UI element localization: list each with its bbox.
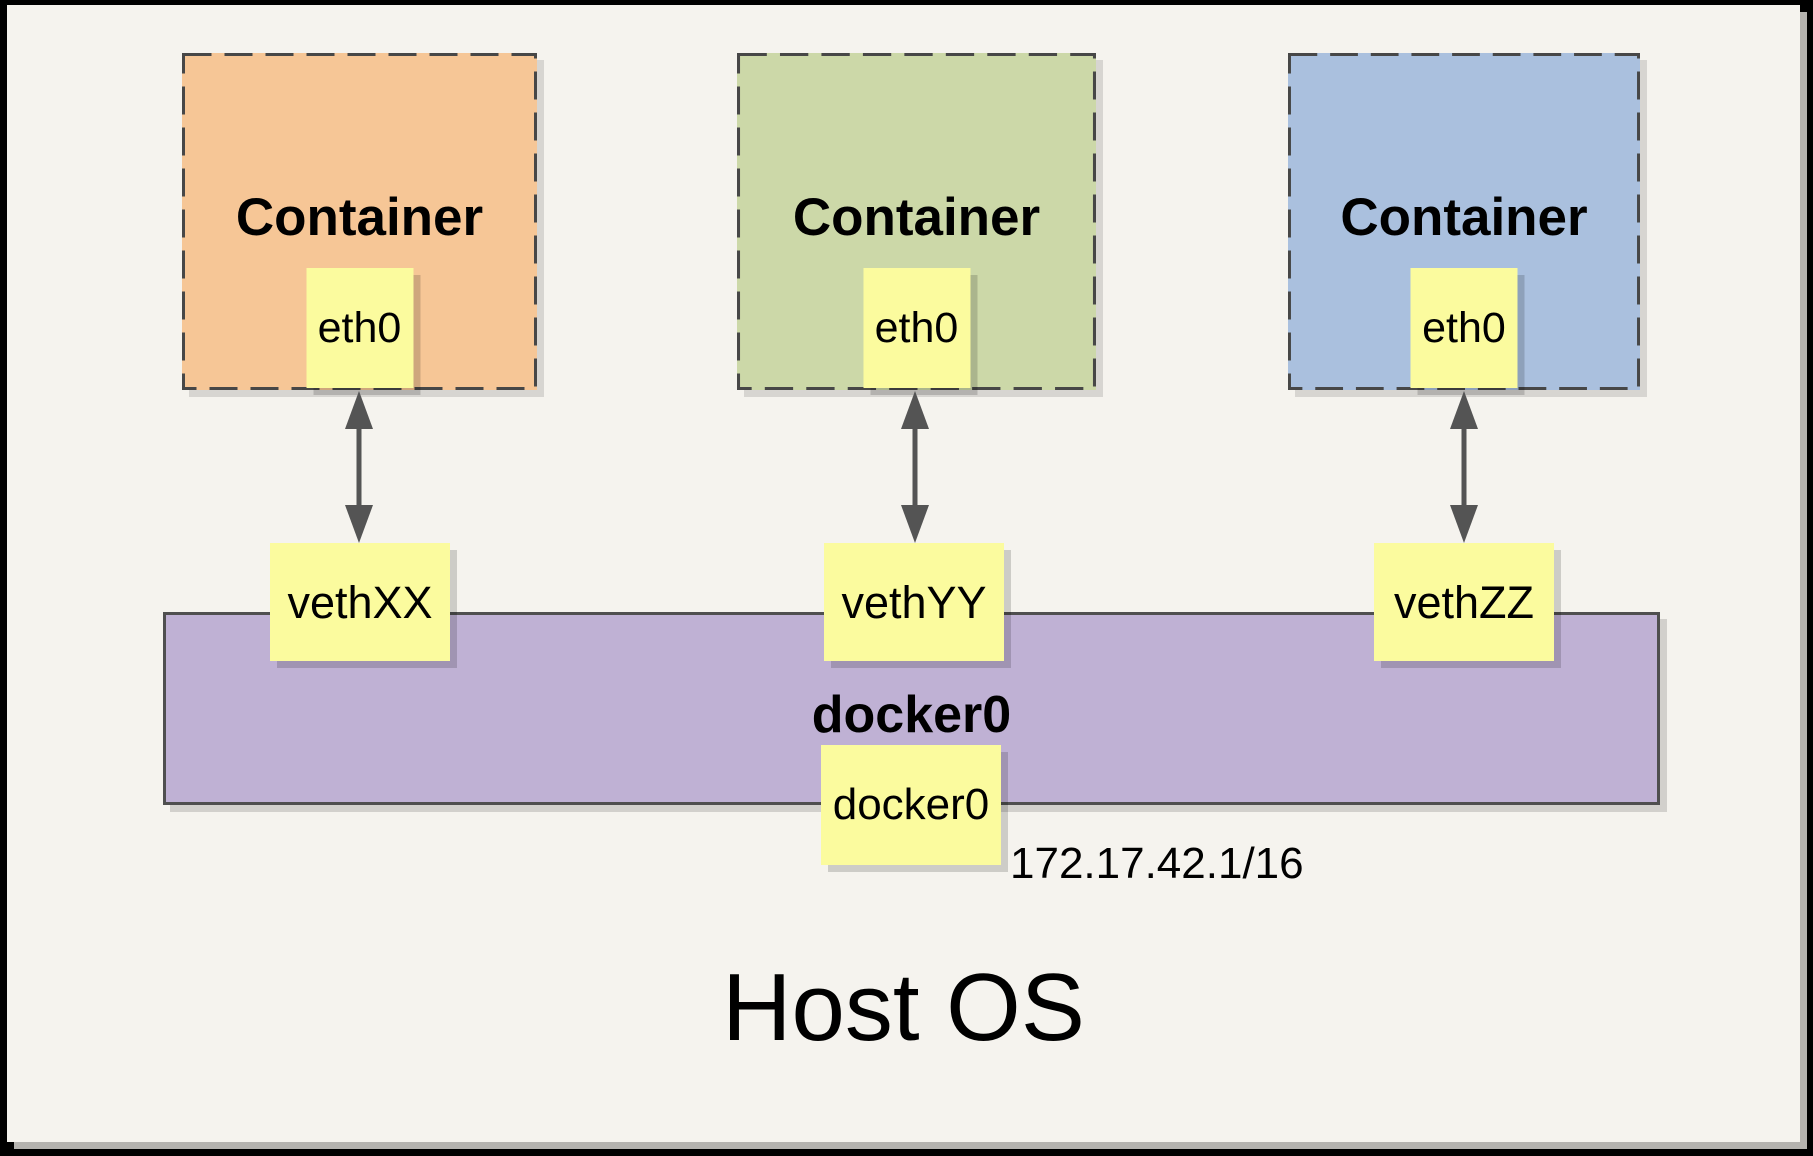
eth0-label: eth0 xyxy=(317,303,402,352)
container-box-2: Container eth0 xyxy=(737,53,1096,390)
docker0-interface-box: docker0 xyxy=(821,745,1001,865)
vethYY-box: vethYY xyxy=(824,543,1004,661)
container-box-1: Container eth0 xyxy=(182,53,537,390)
docker0-ip-label: 172.17.42.1/16 xyxy=(1010,839,1304,888)
eth0-label: eth0 xyxy=(1422,303,1506,352)
eth0-label: eth0 xyxy=(874,303,959,352)
vethXX-label: vethXX xyxy=(287,576,433,628)
docker0-bridge-label: docker0 xyxy=(811,686,1012,744)
container-title: Container xyxy=(1340,188,1588,247)
container-title: Container xyxy=(792,188,1041,247)
vethYY-label: vethYY xyxy=(841,576,987,628)
eth0-box-3: eth0 xyxy=(1410,268,1518,388)
bidirectional-arrow-icon-1 xyxy=(345,391,373,543)
docker0-interface-label: docker0 xyxy=(832,780,990,829)
vethXX-box: vethXX xyxy=(270,543,450,661)
container-box-3: Container eth0 xyxy=(1288,53,1640,390)
host-os-panel: Container eth0 Container eth0 Container … xyxy=(7,5,1800,1142)
vethZZ-label: vethZZ xyxy=(1393,576,1535,628)
bidirectional-arrow-icon-3 xyxy=(1450,391,1478,543)
vethZZ-box: vethZZ xyxy=(1374,543,1554,661)
bidirectional-arrow-icon-2 xyxy=(901,391,929,543)
container-title: Container xyxy=(235,188,484,247)
dashed-border xyxy=(1288,53,1640,390)
host-os-label: Host OS xyxy=(722,954,1085,1061)
eth0-box-2: eth0 xyxy=(863,268,970,388)
dashed-border xyxy=(182,53,537,390)
dashed-border xyxy=(737,53,1096,390)
eth0-box-1: eth0 xyxy=(306,268,413,388)
